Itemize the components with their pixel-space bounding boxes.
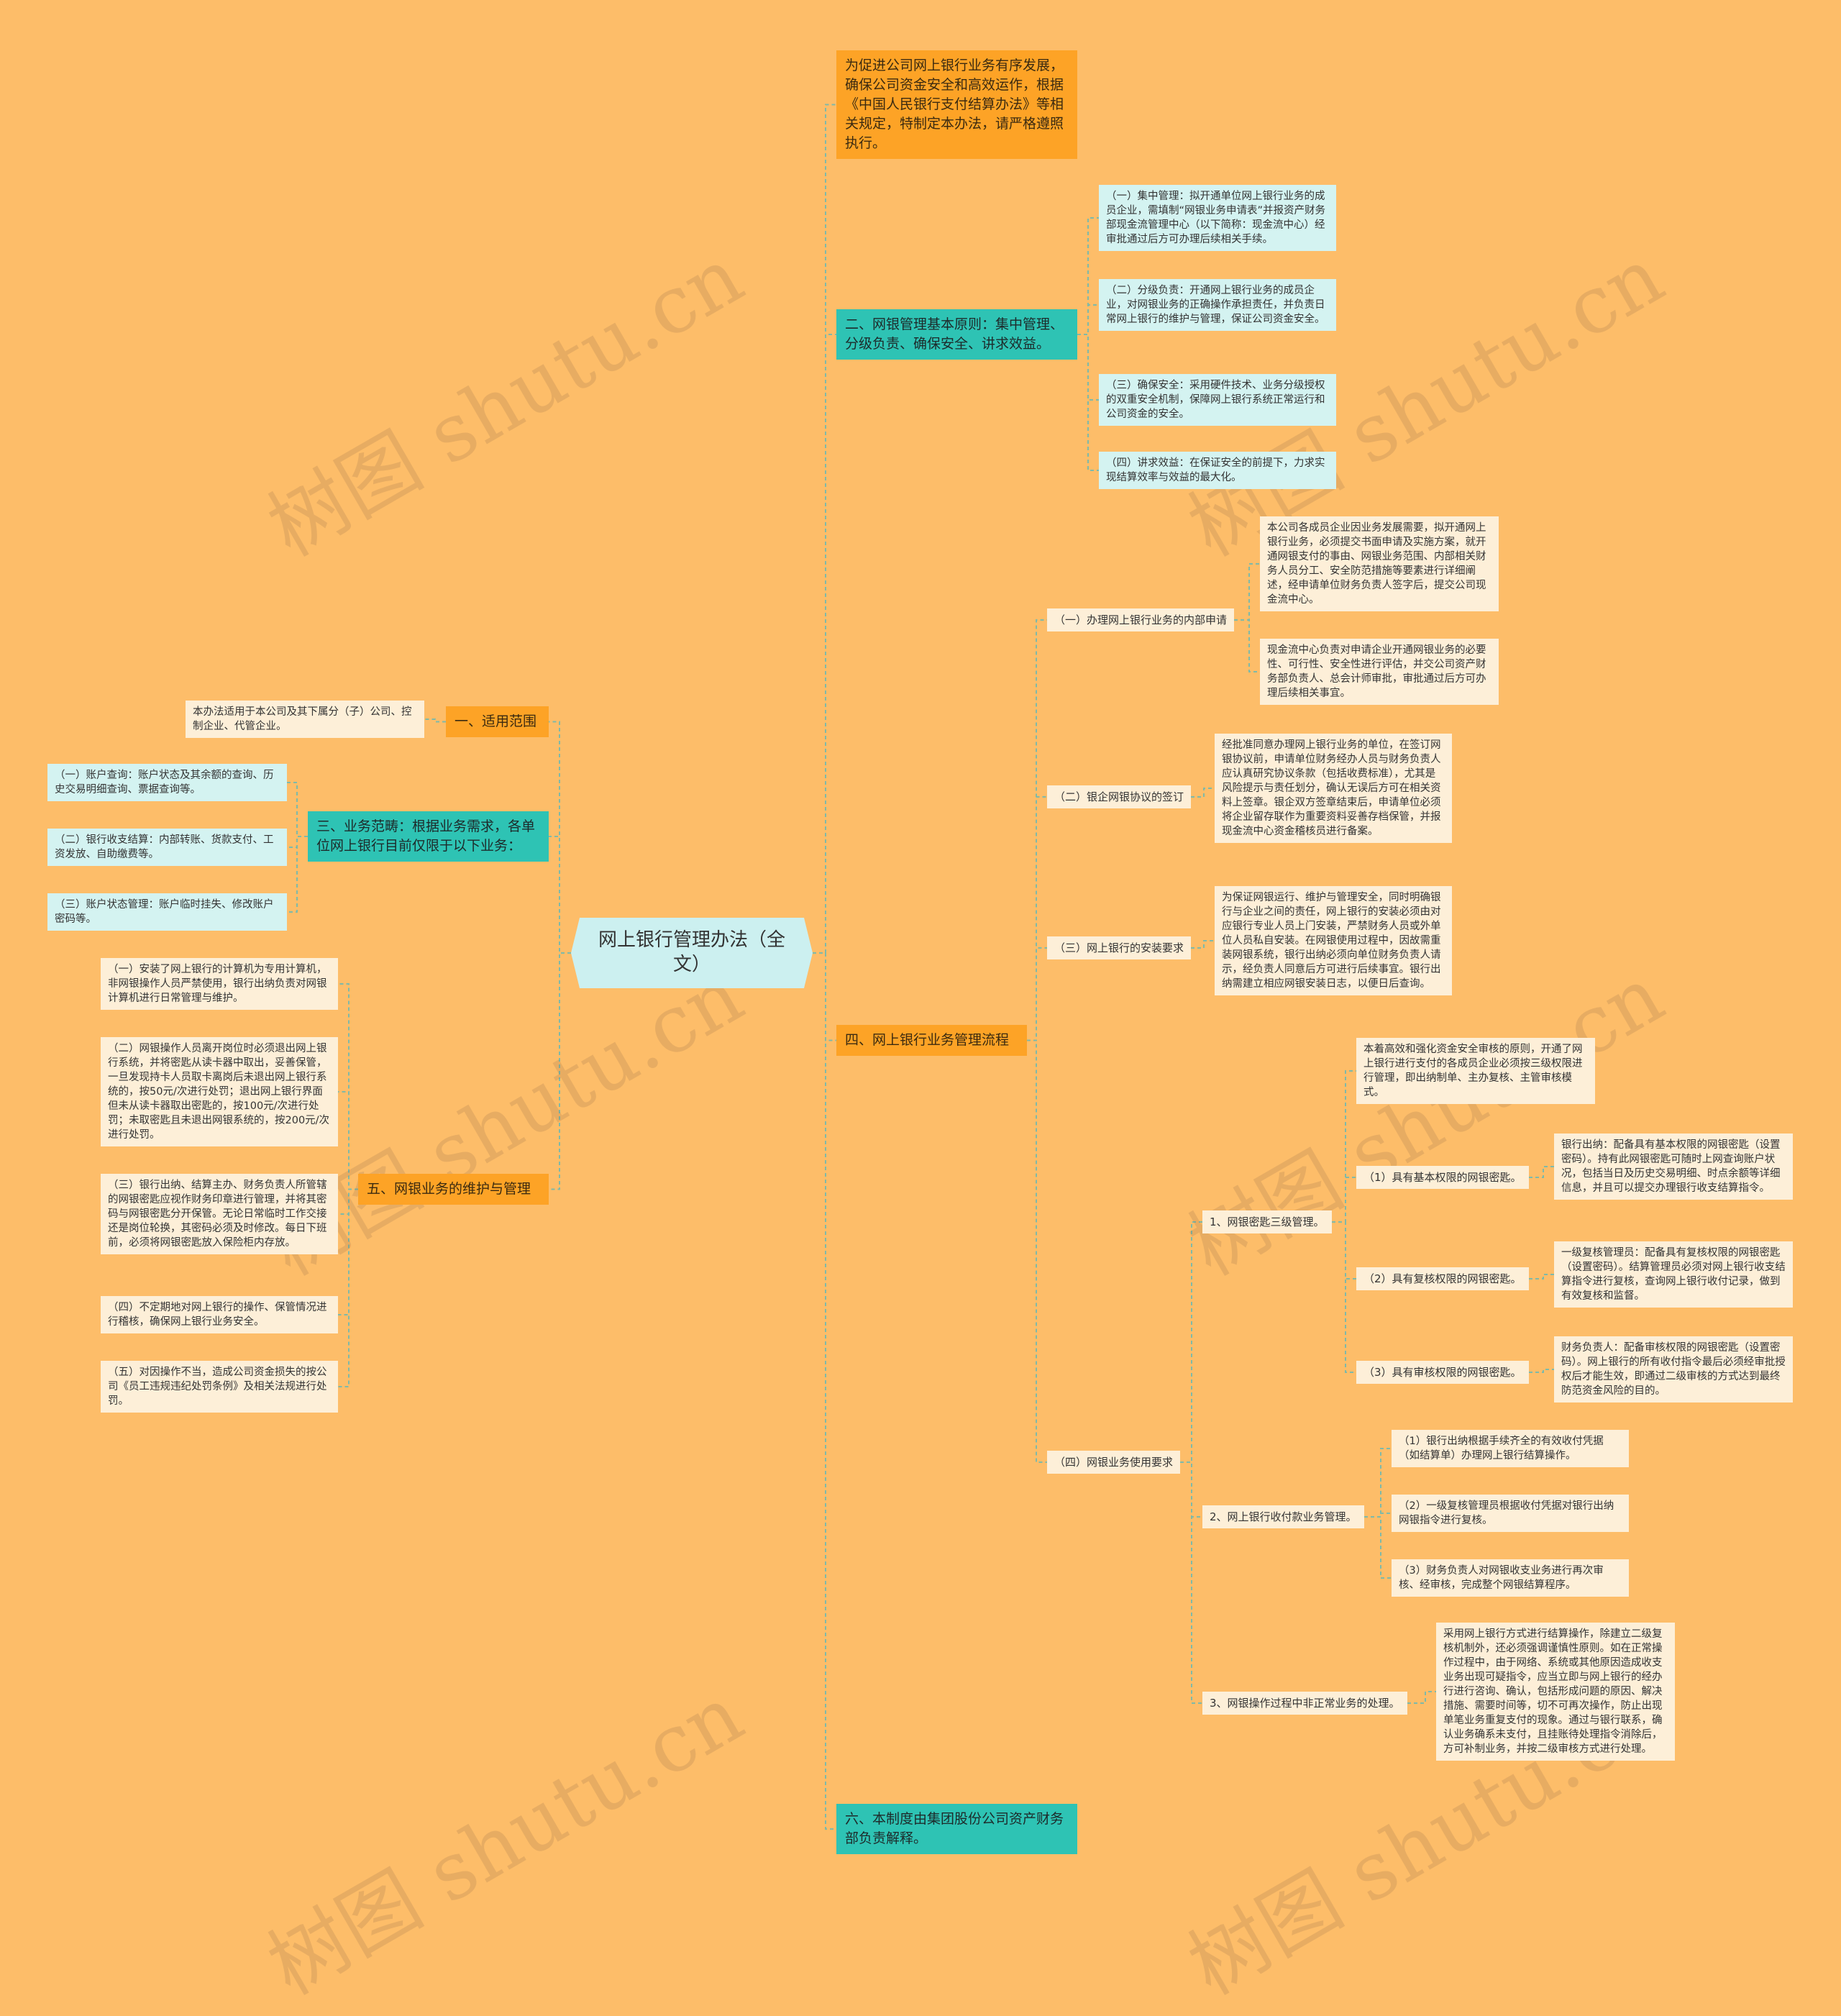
payment-item[interactable]: （2）一级复核管理员根据收付凭据对银行出纳网银指令进行复核。 [1392,1495,1629,1532]
key-level-label[interactable]: （1）具有基本权限的网银密匙。 [1356,1166,1529,1189]
maintenance-node[interactable]: 五、网银业务的维护与管理 [358,1174,549,1205]
business-item[interactable]: （一）账户查询：账户状态及其余额的查询、历史交易明细查询、票据查询等。 [47,764,287,801]
apply-text[interactable]: 本公司各成员企业因业务发展需要，拟开通网上银行业务，必须提交书面申请及实施方案，… [1260,516,1499,611]
connector-line [338,1188,358,1387]
scope-text[interactable]: 本办法适用于本公司及其下属分（子）公司、控制企业、代管企业。 [186,701,424,738]
connector-line [549,721,571,954]
connector-line [549,952,571,1190]
connector-line [1364,1448,1392,1518]
intro-node[interactable]: 为促进公司网上银行业务有序发展，确保公司资金安全和高效运作，根据《中国人民银行支… [836,50,1077,159]
connector-line [1529,1369,1554,1373]
connector-line [1180,1461,1202,1704]
payment-label[interactable]: 2、网上银行收付款业务管理。 [1202,1505,1364,1528]
payment-item[interactable]: （3）财务负责人对网银收支业务进行再次审核、经审核，完成整个网银结算程序。 [1392,1559,1629,1597]
connector-line [1332,1221,1356,1373]
key-level-label[interactable]: （2）具有复核权限的网银密匙。 [1356,1267,1529,1290]
connector-line [1234,563,1260,621]
key-level-text[interactable]: 一级复核管理员：配备具有复核权限的网银密匙（设置密码）。结算管理员必须对网上银行… [1554,1241,1793,1308]
key-mgmt-intro[interactable]: 本着高效和强化资金安全审核的原则，开通了网上银行进行支付的各成员企业必须按三级权… [1356,1038,1595,1104]
business-item[interactable]: （三）账户状态管理：账户临时挂失、修改账户密码等。 [47,893,287,931]
connector-line [813,104,836,954]
interpretation-node[interactable]: 六、本制度由集团股份公司资产财务部负责解释。 [836,1804,1077,1854]
connector-line [1027,1039,1047,1463]
connector-line [1332,1070,1356,1223]
connector-line [287,782,308,837]
connector-line [813,952,836,1041]
connector-line [1077,304,1099,335]
connector-line [1027,796,1047,1041]
business-node[interactable]: 三、业务范畴：根据业务需求，各单位网上银行目前仅限于以下业务： [308,811,549,862]
connector-lines [287,104,1554,1830]
agreement-label[interactable]: （二）银企网银协议的签订 [1047,785,1192,808]
abnormal-text[interactable]: 采用网上银行方式进行结算操作，除建立二级复核机制外，还必须强调谨慎性原则。如在正… [1436,1623,1675,1761]
maintenance-item[interactable]: （一）安装了网上银行的计算机为专用计算机，非网银操作人员严禁使用，银行出纳负责对… [101,958,338,1010]
connector-line [1027,947,1047,1041]
principle-item[interactable]: （一）集中管理：拟开通单位网上银行业务的成员企业，需填制“网银业务申请表”并报资… [1099,185,1336,251]
connector-line [1364,1516,1392,1579]
connector-line [1332,1177,1356,1223]
connector-line [1234,619,1260,672]
connector-line [813,952,836,1830]
apply-text[interactable]: 现金流中心负责对申请企业开通网银业务的必要性、可行性、安全性进行评估，并交公司资… [1260,639,1499,705]
connector-line [549,836,571,954]
connector-line [1027,619,1047,1041]
connector-line [287,836,308,913]
root-topic[interactable]: 网上银行管理办法（全文） [571,918,813,988]
apply-label[interactable]: （一）办理网上银行业务的内部申请 [1047,608,1235,631]
abnormal-label[interactable]: 3、网银操作过程中非正常业务的处理。 [1202,1692,1407,1715]
connector-line [1077,217,1099,335]
connector-line [1407,1691,1436,1704]
agreement-text[interactable]: 经批准同意办理网上银行业务的单位，在签订网银协议前，申请单位财务经办人员与财务负… [1215,734,1452,843]
connector-line [1180,1221,1202,1463]
payment-item[interactable]: （1）银行出纳根据手续齐全的有效收付凭据（如结算单）办理网上银行结算操作。 [1392,1430,1629,1467]
connector-line [1332,1221,1356,1280]
connector-line [1191,788,1215,798]
principles-node[interactable]: 二、网银管理基本原则：集中管理、分级负责、确保安全、讲求效益。 [836,309,1077,360]
usage-label[interactable]: （四）网银业务使用要求 [1047,1451,1181,1474]
principle-item[interactable]: （三）确保安全：采用硬件技术、业务分级授权的双重安全机制，保障网上银行系统正常运… [1099,374,1336,426]
connector-line [1191,940,1215,949]
connector-line [1529,1166,1554,1178]
connector-line [1077,334,1099,471]
maintenance-item[interactable]: （三）银行出纳、结算主办、财务负责人所管辖的网银密匙应视作财务印章进行管理，并将… [101,1174,338,1254]
install-text[interactable]: 为保证网银运行、维护与管理安全，同时明确银行与企业之间的责任，网上银行的安装必须… [1215,886,1452,995]
maintenance-item[interactable]: （四）不定期地对网上银行的操作、保管情况进行稽核，确保网上银行业务安全。 [101,1296,338,1333]
key-level-text[interactable]: 财务负责人：配备审核权限的网银密匙（设置密码）。网上银行的所有收付指令最后必须经… [1554,1336,1793,1402]
scope-node[interactable]: 一、适用范围 [446,706,549,737]
maintenance-item[interactable]: （五）对因操作不当，造成公司资金损失的按公司《员工违规违纪处罚条例》及相关法规进… [101,1361,338,1413]
connector-line [424,719,446,723]
connector-line [1529,1274,1554,1280]
principle-item[interactable]: （四）讲求效益：在保证安全的前提下，力求实现结算效率与效益的最大化。 [1099,452,1336,489]
connector-line [338,1091,358,1190]
connector-line [338,983,358,1190]
key-mgmt-label[interactable]: 1、网银密匙三级管理。 [1202,1210,1332,1233]
install-label[interactable]: （三）网上银行的安装要求 [1047,936,1192,959]
key-level-text[interactable]: 银行出纳：配备具有基本权限的网银密匙（设置密码）。持有此网银密匙可随时上网查询账… [1554,1134,1793,1200]
process-node[interactable]: 四、网上银行业务管理流程 [836,1025,1027,1056]
connector-line [813,334,836,954]
business-item[interactable]: （二）银行收支结算：内部转账、货款支付、工资发放、自助缴费等。 [47,829,287,866]
principle-item[interactable]: （二）分级负责：开通网上银行业务的成员企业，对网银业务的正确操作承担责任，并负责… [1099,279,1336,331]
maintenance-item[interactable]: （二）网银操作人员离开岗位时必须退出网上银行系统，并将密匙从读卡器中取出，妥善保… [101,1037,338,1146]
key-level-label[interactable]: （3）具有审核权限的网银密匙。 [1356,1361,1529,1384]
